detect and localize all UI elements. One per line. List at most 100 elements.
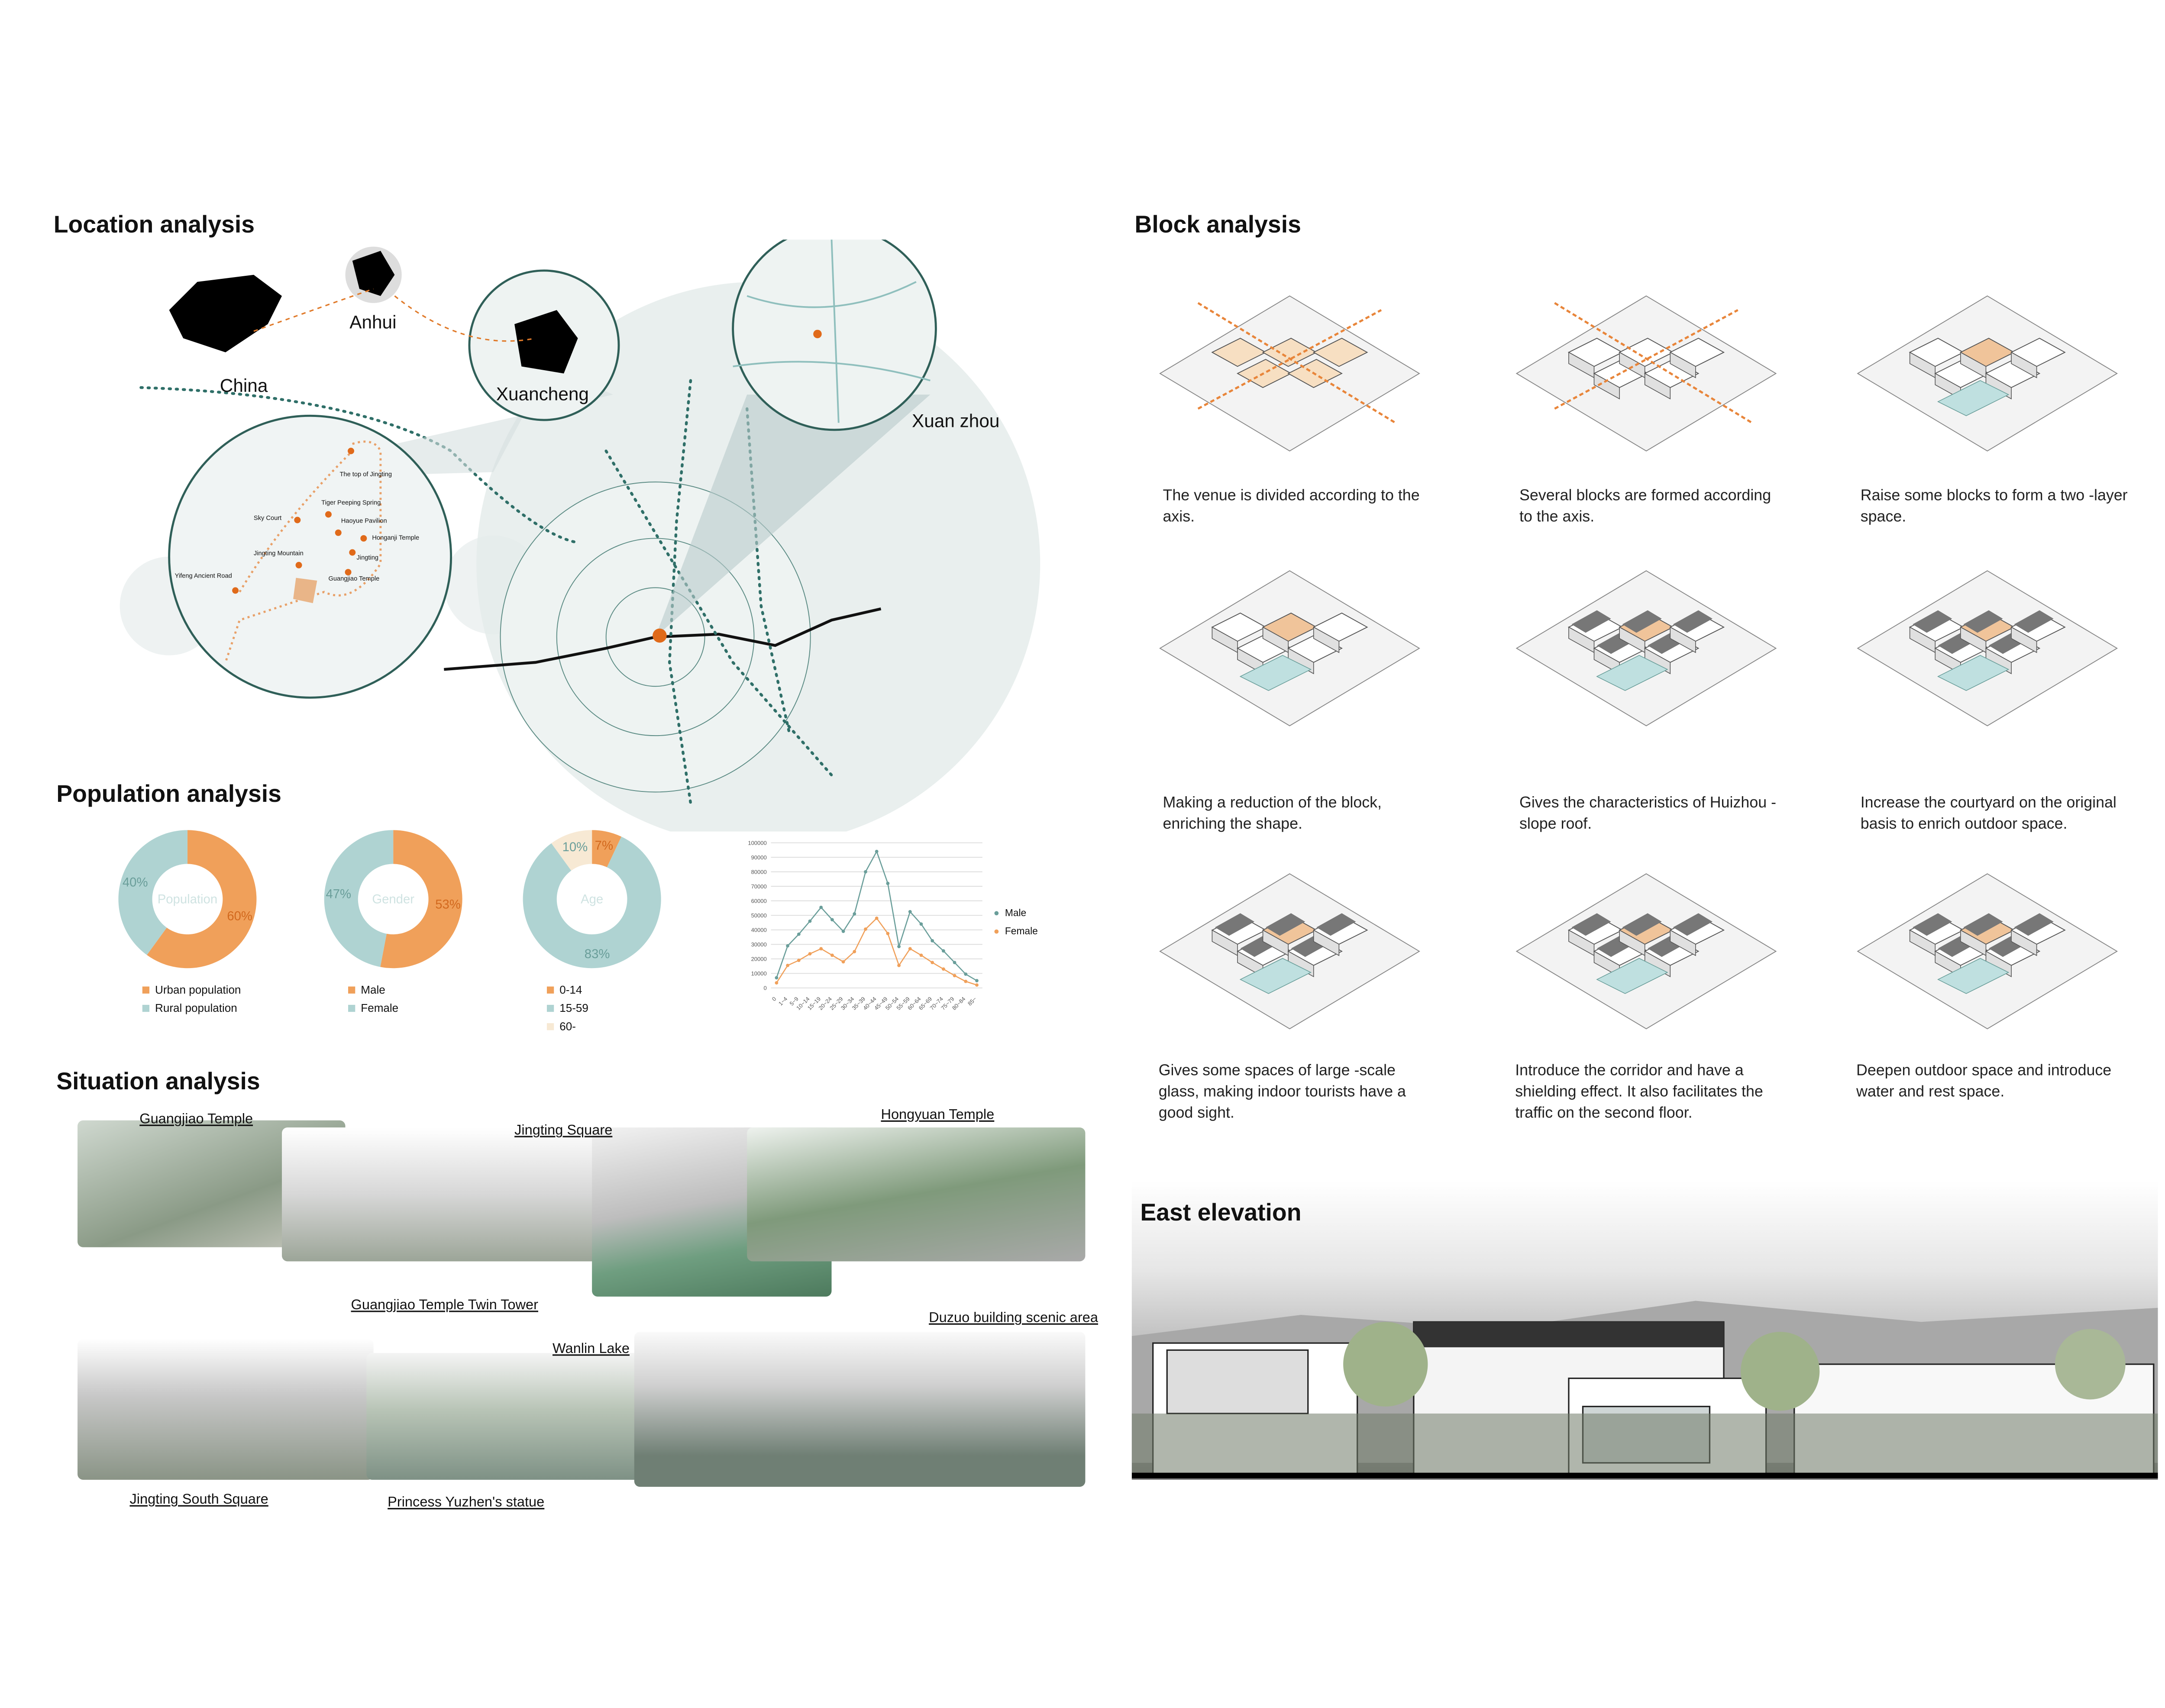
legend-swatch [546, 986, 554, 994]
legend-swatch [142, 986, 150, 994]
data-point-female [808, 952, 812, 956]
data-point-male [853, 912, 856, 916]
donut-slice [147, 830, 257, 969]
data-point-male [786, 944, 789, 948]
donut-center-label: Gender [372, 892, 414, 907]
y-tick-label: 40000 [751, 927, 767, 933]
block-diagram-9 [1857, 873, 2118, 1030]
block-diagram-4 [1159, 570, 1420, 726]
block-caption: Several blocks are formed according to t… [1519, 488, 1771, 526]
block-diagram-5 [1516, 570, 1777, 726]
east-elevation-drawing [1131, 1181, 2158, 1480]
legend-item: Male [348, 984, 385, 996]
data-point-female [941, 967, 945, 971]
photo-duzuo-building [634, 1332, 1086, 1487]
y-tick-label: 0 [764, 985, 767, 991]
y-tick-label: 10000 [751, 970, 767, 977]
donut-pct-label: 40% [123, 875, 148, 889]
block-diagram-3 [1857, 295, 2118, 452]
data-point-male [875, 849, 879, 853]
data-point-female [953, 974, 956, 978]
donut-chart-gender: 53%47%Gender [324, 830, 462, 969]
place-label: Jingting [356, 554, 379, 561]
donut-slice [523, 836, 661, 969]
data-point-male [931, 939, 934, 943]
data-point-male [886, 881, 890, 885]
label-china: China [220, 375, 268, 396]
data-point-male [775, 976, 779, 980]
y-tick-label: 90000 [751, 854, 767, 861]
block-diagram-2 [1516, 295, 1777, 452]
block-diagram-6 [1857, 570, 2118, 726]
legend-swatch [348, 986, 355, 994]
photo-jingting-south-square [78, 1339, 374, 1480]
legend-label: Male [1005, 907, 1026, 918]
population-line-chart: 0100002000030000400005000060000700008000… [748, 839, 1038, 1011]
data-point-female [975, 983, 979, 987]
legend-label: Female [361, 1002, 399, 1015]
y-tick-label: 100000 [748, 839, 766, 846]
place-label: Honganji Temple [372, 534, 420, 541]
label-xuanzhou: Xuan zhou [912, 410, 1000, 432]
legend-label: 15-59 [559, 1002, 588, 1015]
y-tick-label: 50000 [751, 912, 767, 919]
location-map [120, 239, 1040, 832]
legend-marker [994, 929, 999, 934]
photo-hongyuan-temple [747, 1127, 1086, 1262]
data-point-female [786, 963, 789, 967]
data-point-male [830, 918, 834, 922]
data-point-female [797, 959, 801, 962]
x-tick-label: 85~ [966, 995, 978, 1007]
block-caption: Deepen outdoor space and introduce water… [1856, 1062, 2112, 1101]
donut-center-label: Age [581, 892, 603, 907]
legend-label: Urban population [155, 984, 241, 997]
data-point-male [864, 870, 867, 874]
location-title: Location analysis [53, 211, 255, 239]
label-wanlin-lake: Wanlin Lake [552, 1341, 630, 1357]
donut-pct-label: 53% [435, 897, 461, 911]
situation-title: Situation analysis [56, 1068, 260, 1095]
donut-slice [592, 830, 622, 868]
label-jingting-square: Jingting Square [514, 1123, 613, 1139]
data-point-female [853, 950, 856, 953]
data-point-male [975, 979, 979, 982]
data-point-male [953, 961, 956, 965]
block-caption: Gives some spaces of large -scale glass,… [1158, 1062, 1406, 1122]
donut-pct-label: 83% [585, 947, 610, 961]
x-tick-label: 1~4 [777, 995, 788, 1007]
block-caption: Raise some blocks to form a two -layer s… [1860, 488, 2128, 526]
data-point-male [941, 949, 945, 953]
data-point-female [897, 963, 901, 967]
photo-wanlin-lake [366, 1353, 662, 1480]
legend-label: 0-14 [559, 984, 582, 997]
legend-label: Female [1005, 925, 1038, 936]
data-point-female [908, 947, 912, 951]
legend-item: Urban population [142, 984, 241, 996]
donut-pct-label: 10% [562, 840, 588, 854]
data-point-male [819, 905, 823, 909]
block-diagram-8 [1516, 873, 1777, 1030]
legend-item: 0-14 [546, 984, 582, 997]
label-xuancheng: Xuancheng [496, 383, 589, 405]
place-label: Sky Court [253, 514, 282, 522]
legend-swatch [546, 1023, 554, 1030]
block-caption: Gives the characteristics of Huizhou -sl… [1519, 794, 1777, 833]
y-tick-label: 70000 [751, 883, 767, 890]
label-yuzhen-statue: Princess Yuzhen's statue [388, 1495, 545, 1511]
label-hongyuan-temple: Hongyuan Temple [881, 1107, 995, 1124]
legend-swatch [348, 1004, 355, 1012]
legend-item: 60- [546, 1020, 576, 1033]
data-point-female [931, 961, 934, 965]
place-label: Tiger Peeping Spring [321, 499, 381, 506]
legend-swatch [546, 1004, 554, 1012]
series-line-male [776, 850, 977, 982]
data-point-female [819, 947, 823, 951]
block-caption: Increase the courtyard on the original b… [1860, 794, 2117, 833]
block-caption: Introduce the corridor and have a shield… [1515, 1062, 1763, 1122]
data-point-female [830, 953, 834, 957]
label-guangjiao-temple: Guangjiao Temple [139, 1112, 253, 1128]
data-point-male [919, 922, 923, 926]
data-point-male [908, 910, 912, 914]
label-duzuo-building: Duzuo building scenic area [929, 1311, 1098, 1327]
